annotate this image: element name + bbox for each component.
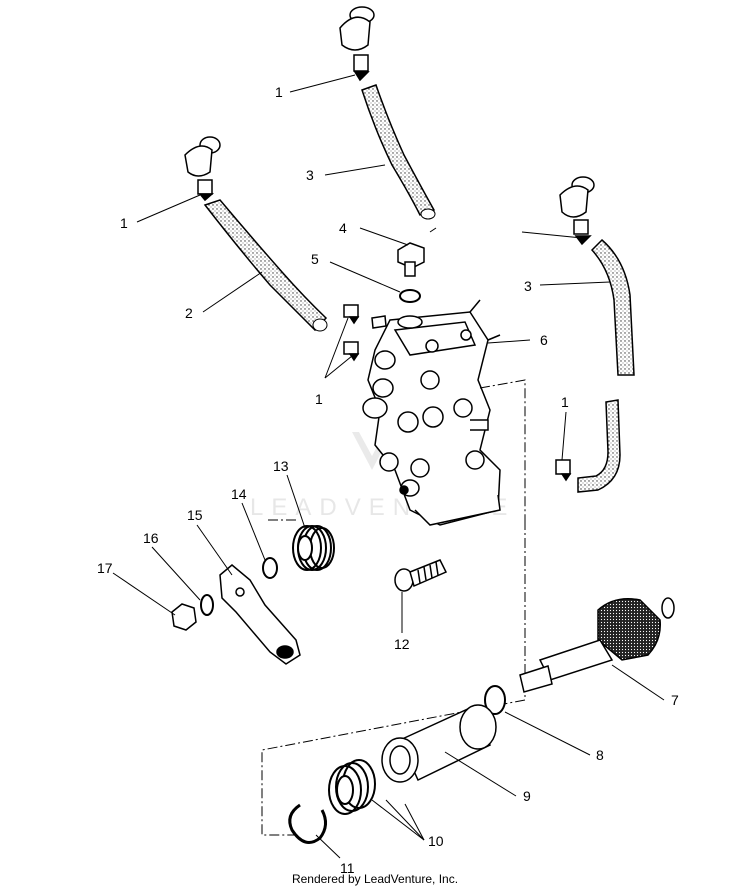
callout-11: 11 xyxy=(340,860,355,876)
callout-2: 2 xyxy=(185,305,193,321)
oil-pump-body xyxy=(362,299,501,526)
callout-labels: 1 1 1 1 2 3 3 4 5 6 7 8 9 10 11 12 13 14… xyxy=(97,84,679,876)
callout-1-top: 1 xyxy=(275,84,283,100)
callout-1-pump: 1 xyxy=(315,391,323,407)
callout-5: 5 xyxy=(311,251,319,267)
callout-12: 12 xyxy=(394,636,410,652)
nut-17 xyxy=(171,603,197,631)
lever-15 xyxy=(219,564,301,665)
hose-right-upper xyxy=(590,238,635,376)
reference-lines xyxy=(261,227,526,836)
callout-9: 9 xyxy=(523,788,531,804)
cylinder-9 xyxy=(381,704,497,783)
hose-top xyxy=(361,84,436,216)
callout-4: 4 xyxy=(339,220,347,236)
hose-right-lower xyxy=(577,399,621,493)
footer-credit: Rendered by LeadVenture, Inc. xyxy=(291,872,459,886)
callout-1-left: 1 xyxy=(120,215,128,231)
washer-8 xyxy=(484,685,506,715)
springs-10 xyxy=(328,759,376,815)
callout-8: 8 xyxy=(596,747,604,763)
nozzle-left xyxy=(184,136,221,202)
washer-16 xyxy=(200,594,214,616)
callout-3-top: 3 xyxy=(306,167,314,183)
hose-left xyxy=(203,199,328,332)
callout-14: 14 xyxy=(231,486,247,502)
leader-lines xyxy=(112,74,665,859)
circlip-11 xyxy=(288,803,327,844)
drive-shaft-7 xyxy=(519,597,675,693)
callout-1-right: 1 xyxy=(561,394,569,410)
nozzle-right xyxy=(559,176,595,246)
bleed-screw xyxy=(397,242,425,277)
bolt-12 xyxy=(394,559,448,592)
washer-5 xyxy=(399,289,421,303)
callout-15: 15 xyxy=(187,507,203,523)
nozzle-top xyxy=(339,6,375,82)
pump-fittings xyxy=(343,304,387,362)
callout-16: 16 xyxy=(143,530,159,546)
clamp-right xyxy=(555,459,572,482)
spring-13 xyxy=(292,525,335,571)
callout-17: 17 xyxy=(97,560,113,576)
callout-7: 7 xyxy=(671,692,679,708)
callout-10: 10 xyxy=(428,833,444,849)
callout-13: 13 xyxy=(273,458,289,474)
washer-14 xyxy=(262,557,278,579)
callout-3-right: 3 xyxy=(524,278,532,294)
callout-6: 6 xyxy=(540,332,548,348)
